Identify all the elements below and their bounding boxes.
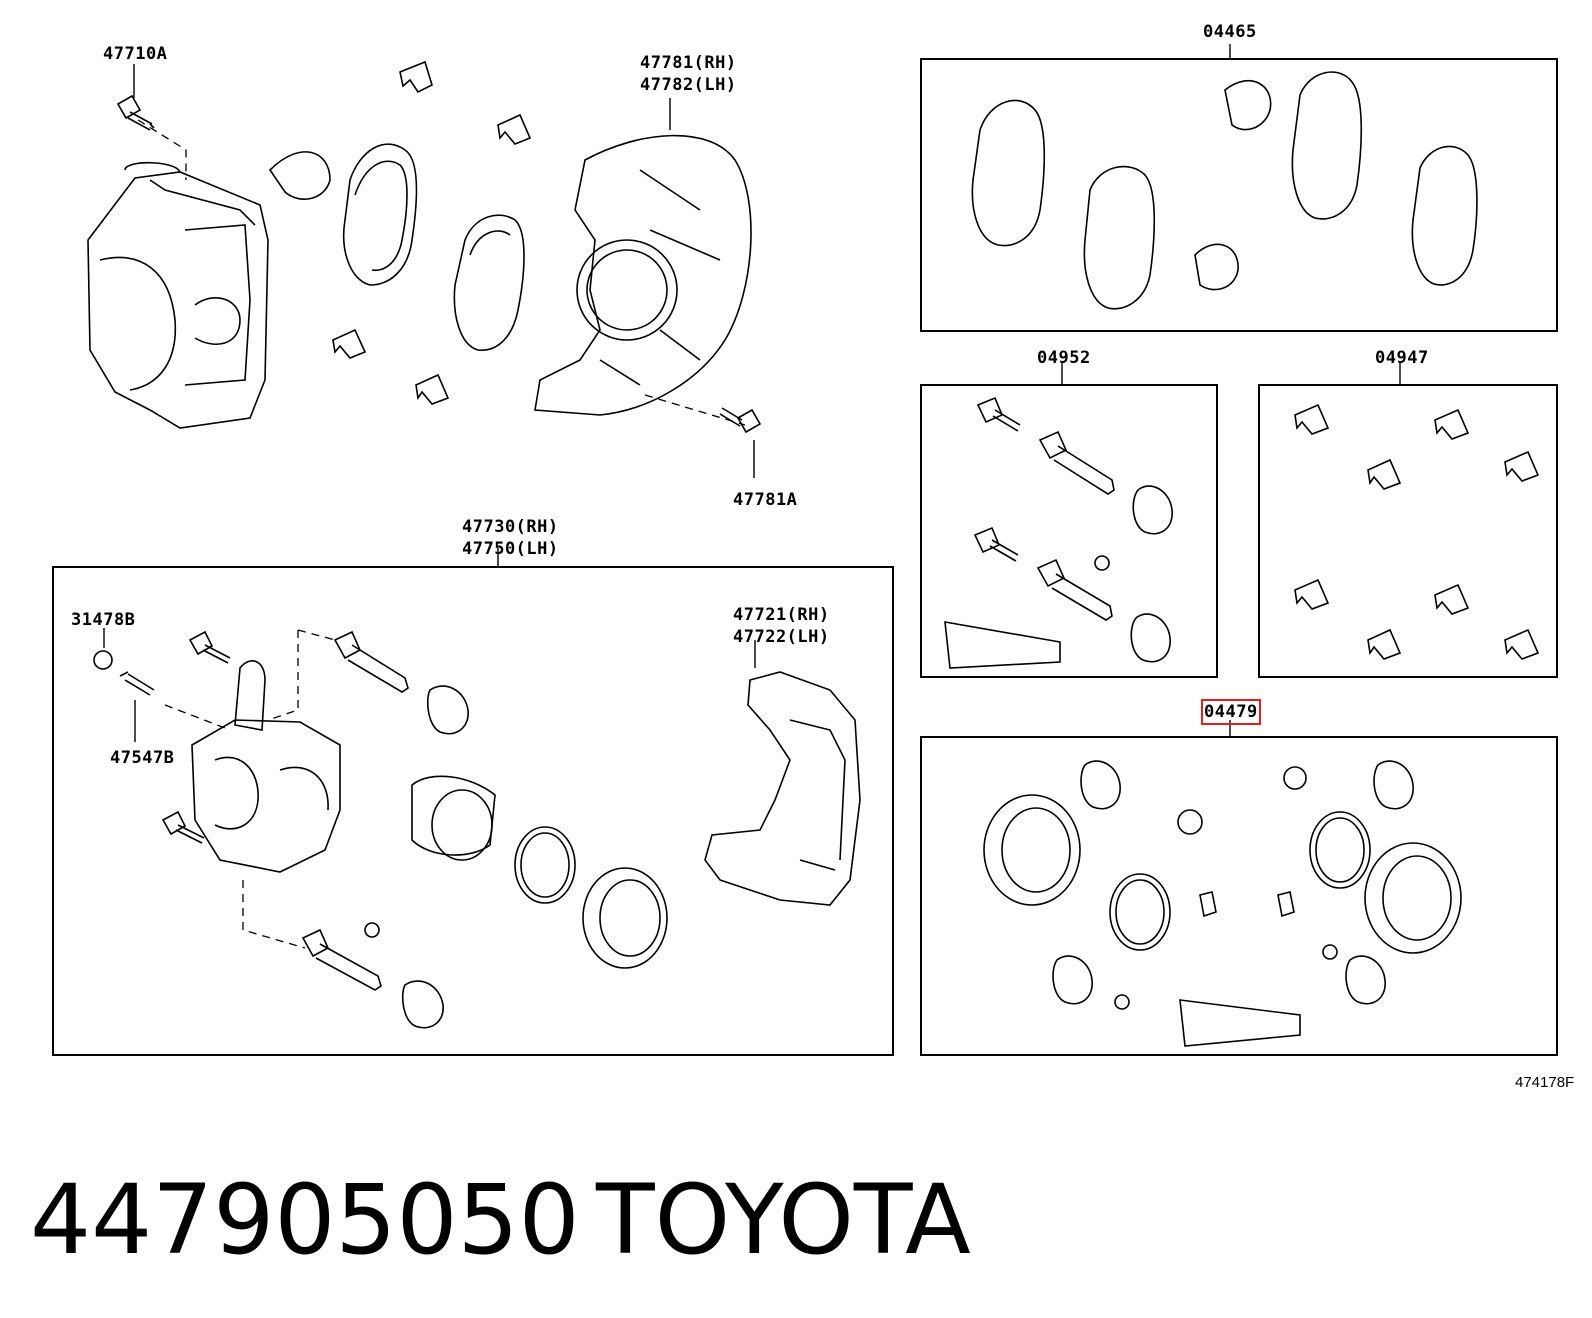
label-04479-highlighted[interactable]: 04479 [1201,699,1261,725]
caliper-assembly-art [93,630,861,1029]
label-47781A[interactable]: 47781A [733,490,798,510]
label-47547B[interactable]: 47547B [110,748,175,768]
label-47781-rh[interactable]: 47781(RH) [640,53,737,73]
pad-kit-art [971,71,1478,310]
bolt-47710A-art [116,94,155,131]
seal-kit-box [920,736,1558,1056]
caliper-top-art [87,161,269,429]
figure-code: 474178F [1515,1074,1575,1091]
clips-top-art [268,60,532,405]
dashed-lines [137,119,746,949]
pin-kit-box [920,384,1218,678]
label-04465[interactable]: 04465 [1203,22,1257,42]
pad-kit-box [920,58,1558,332]
label-47710A[interactable]: 47710A [103,44,168,64]
label-04947[interactable]: 04947 [1375,348,1429,368]
label-47750-lh[interactable]: 47750(LH) [462,539,559,559]
pads-top-art [342,143,525,351]
part-number: 447905050 [30,1164,580,1276]
dust-shield-art [534,134,752,416]
brand-name: TOYOTA [596,1164,971,1276]
seal-kit-art [983,760,1462,1047]
leader-lines [103,44,1401,742]
pin-kit-art [944,396,1173,669]
label-47721-rh[interactable]: 47721(RH) [733,605,830,625]
label-47730-rh[interactable]: 47730(RH) [462,517,559,537]
label-04952[interactable]: 04952 [1037,348,1091,368]
caliper-assembly-box [52,566,894,1056]
clip-kit-art [1294,403,1540,660]
label-31478B[interactable]: 31478B [71,610,136,630]
label-47782-lh[interactable]: 47782(LH) [640,75,737,95]
bolt-47781A-art [719,407,762,434]
label-47722-lh[interactable]: 47722(LH) [733,627,830,647]
clip-kit-box [1258,384,1558,678]
